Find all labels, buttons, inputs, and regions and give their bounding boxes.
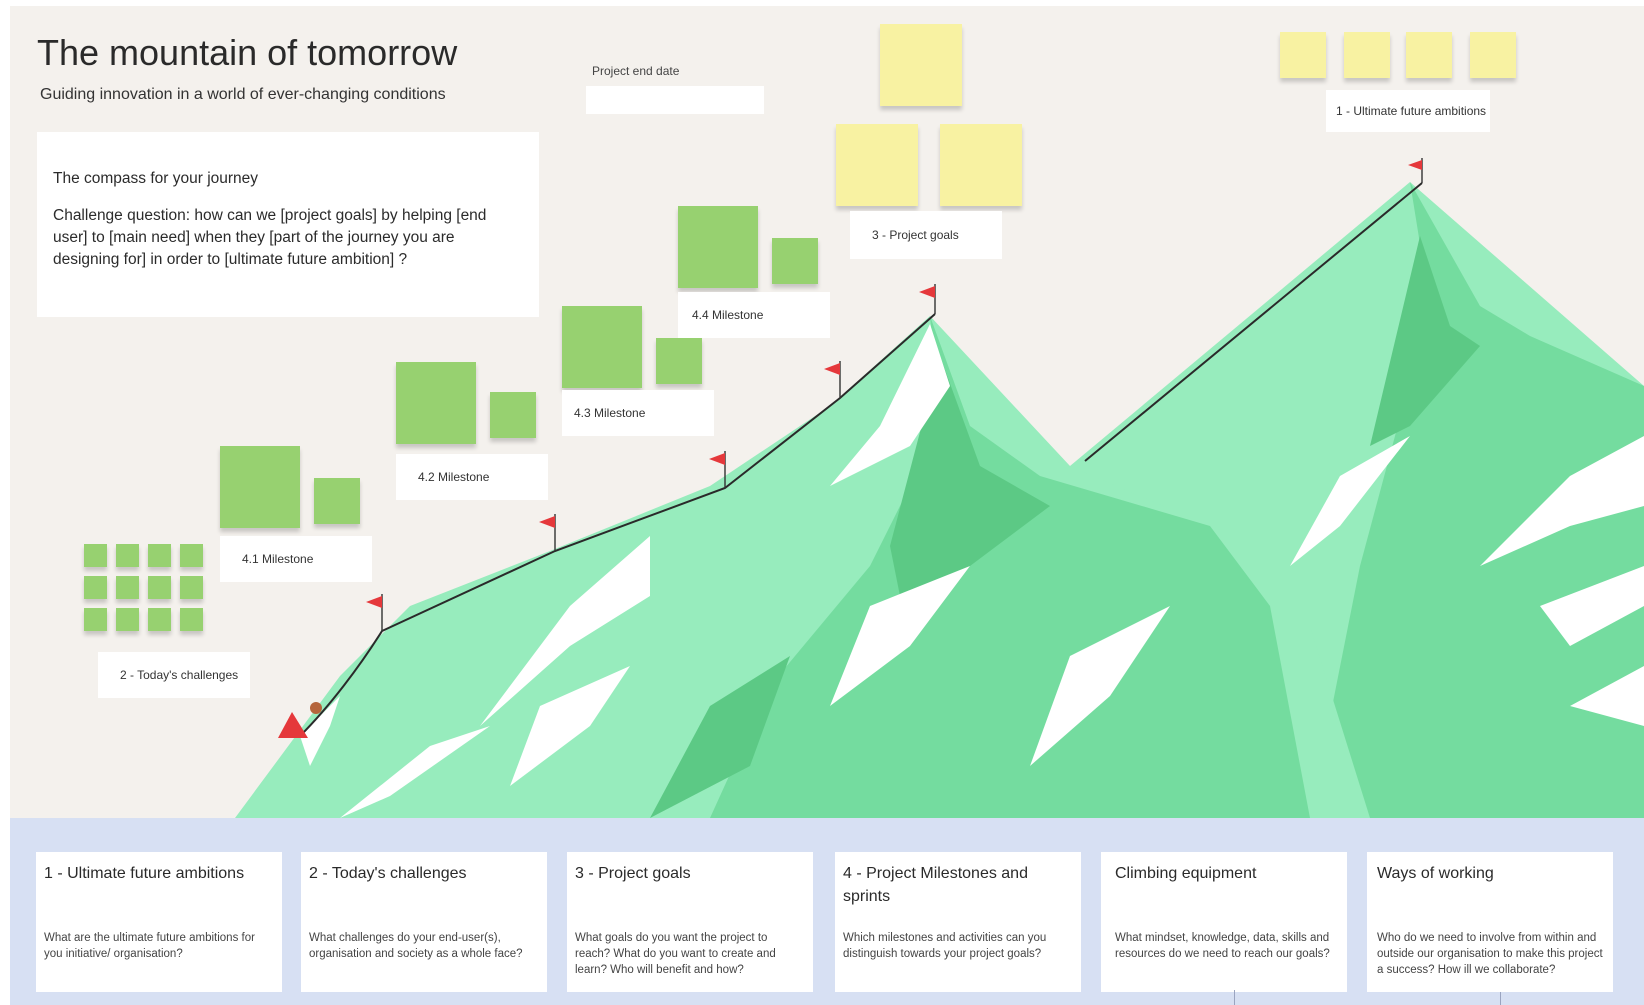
sticky-note[interactable] <box>562 306 642 388</box>
info-card-description: What mindset, knowledge, data, skills an… <box>1115 932 1330 960</box>
info-card-description: Which milestones and activities can you … <box>843 932 1047 960</box>
sticky-note[interactable] <box>116 576 139 599</box>
label-milestone-4-3[interactable]: 4.3 Milestone <box>562 390 714 436</box>
sticky-note[interactable] <box>772 238 818 284</box>
label-todays-challenges[interactable]: 2 - Today's challenges <box>98 652 250 698</box>
compass-card[interactable]: The compass for your journey Challenge q… <box>37 132 539 317</box>
info-card-title: 3 - Project goals <box>575 865 691 882</box>
compass-heading: The compass for your journey <box>53 170 259 187</box>
connector-line <box>1500 992 1501 1005</box>
info-card-milestones[interactable]: 4 - Project Milestones and sprints Which… <box>835 852 1081 992</box>
sticky-note[interactable] <box>656 338 702 384</box>
sticky-note[interactable] <box>84 576 107 599</box>
info-card-description: What challenges do your end-user(s), org… <box>309 932 523 960</box>
info-card-title: Climbing equipment <box>1115 865 1257 882</box>
sticky-note[interactable] <box>148 608 171 631</box>
sticky-note[interactable] <box>1406 32 1452 78</box>
info-card-climbing-equipment[interactable]: Climbing equipment What mindset, knowled… <box>1101 852 1347 992</box>
sticky-note[interactable] <box>180 576 203 599</box>
info-card-todays-challenges[interactable]: 2 - Today's challenges What challenges d… <box>301 852 547 992</box>
info-card-title: 4 - Project Milestones and sprints <box>843 865 1028 905</box>
sticky-note[interactable] <box>84 608 107 631</box>
sticky-note[interactable] <box>180 544 203 567</box>
info-card-description: Who do we need to involve from within an… <box>1377 932 1603 976</box>
info-card-title: Ways of working <box>1377 865 1494 882</box>
sticky-note[interactable] <box>836 124 918 206</box>
page-subtitle: Guiding innovation in a world of ever-ch… <box>40 86 446 103</box>
challenge-question: Challenge question: how can we [project … <box>53 207 487 268</box>
label-milestone-4-2[interactable]: 4.2 Milestone <box>396 454 548 500</box>
sticky-note[interactable] <box>148 576 171 599</box>
sticky-note[interactable] <box>1344 32 1390 78</box>
project-end-date-label: Project end date <box>592 64 680 78</box>
label-project-goals[interactable]: 3 - Project goals <box>850 211 1002 259</box>
label-milestone-4-4[interactable]: 4.4 Milestone <box>678 292 830 338</box>
climber-icon <box>310 702 322 714</box>
info-card-description: What are the ultimate future ambitions f… <box>44 932 255 960</box>
info-card-ways-of-working[interactable]: Ways of working Who do we need to involv… <box>1367 852 1613 992</box>
flag-icon <box>366 158 1423 631</box>
page-title: The mountain of tomorrow <box>37 32 458 73</box>
whiteboard-canvas[interactable]: The mountain of tomorrow Guiding innovat… <box>10 6 1644 818</box>
label-milestone-4-1[interactable]: 4.1 Milestone <box>220 536 372 582</box>
sticky-note[interactable] <box>1470 32 1516 78</box>
info-card-title: 1 - Ultimate future ambitions <box>44 865 245 882</box>
info-card-ultimate-ambitions[interactable]: 1 - Ultimate future ambitions What are t… <box>36 852 282 992</box>
sticky-note[interactable] <box>880 24 962 106</box>
sticky-note[interactable] <box>148 544 171 567</box>
info-card-project-goals[interactable]: 3 - Project goals What goals do you want… <box>567 852 813 992</box>
tent-icon <box>278 712 308 738</box>
sticky-note[interactable] <box>678 206 758 288</box>
sticky-note[interactable] <box>314 478 360 524</box>
sticky-note[interactable] <box>1280 32 1326 78</box>
sticky-note[interactable] <box>490 392 536 438</box>
project-end-date-field[interactable] <box>586 86 764 114</box>
sticky-note[interactable] <box>84 544 107 567</box>
sticky-note[interactable] <box>220 446 300 528</box>
sticky-note[interactable] <box>940 124 1022 206</box>
sticky-note[interactable] <box>116 608 139 631</box>
sticky-note[interactable] <box>396 362 476 444</box>
mountain-illustration <box>235 158 1644 818</box>
info-card-description: What goals do you want the project to re… <box>575 932 776 976</box>
label-ultimate-ambitions[interactable]: 1 - Ultimate future ambitions <box>1326 90 1490 132</box>
sticky-note[interactable] <box>116 544 139 567</box>
connector-line <box>1234 990 1235 1005</box>
sticky-note[interactable] <box>180 608 203 631</box>
info-card-title: 2 - Today's challenges <box>309 865 467 882</box>
